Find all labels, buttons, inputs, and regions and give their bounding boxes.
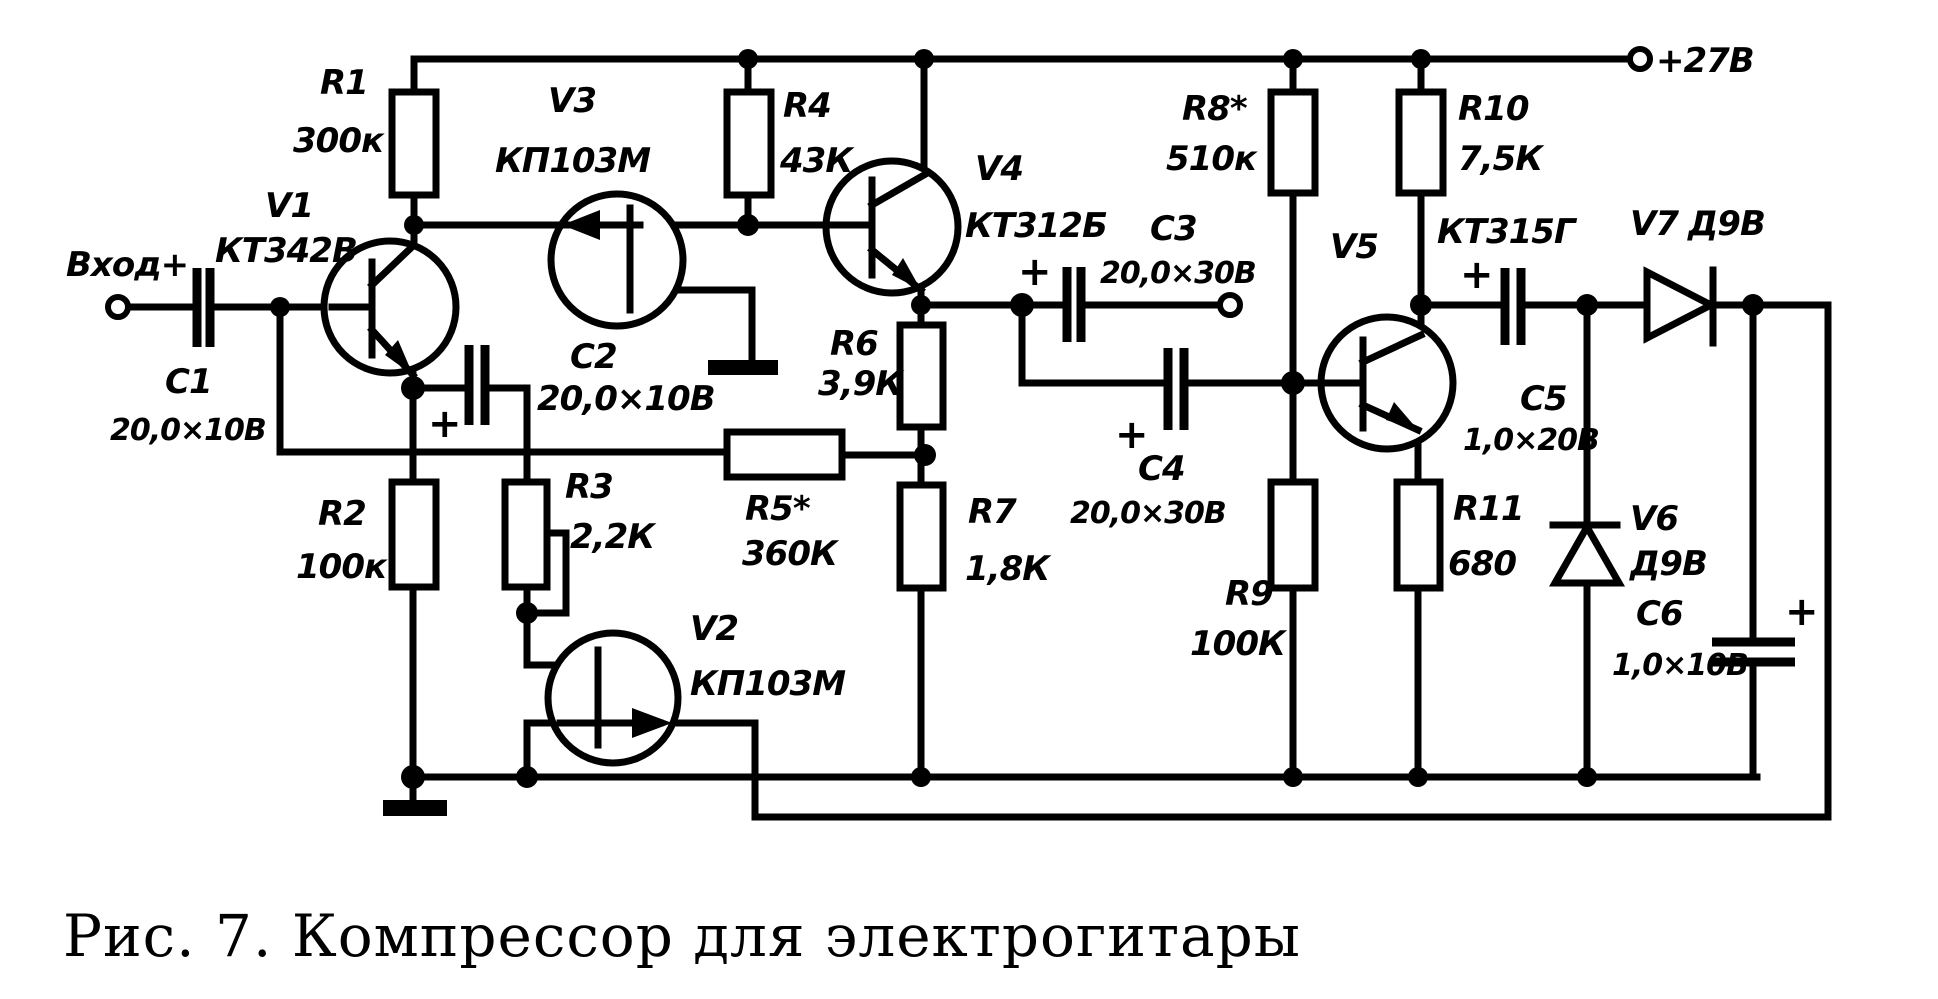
resistor-r7 xyxy=(896,481,947,592)
input-terminal xyxy=(105,294,131,320)
r11-ref: R11 xyxy=(1453,489,1524,529)
v6-ref: V6 xyxy=(1630,499,1678,539)
r1-value: 300к xyxy=(293,121,385,161)
r1-ref: R1 xyxy=(320,63,368,103)
r11-value: 680 xyxy=(1448,544,1516,584)
supply-terminal xyxy=(1627,46,1653,72)
v4-ref: V4 xyxy=(975,149,1023,189)
r7-ref: R7 xyxy=(968,492,1017,532)
v2-value: КП103М xyxy=(690,664,846,704)
v5-ref: V5 xyxy=(1330,227,1378,267)
labels: Вход+ +27В R1 300к V1 КТ342В C1 20,0×10В… xyxy=(66,41,1819,704)
v3-ref: V3 xyxy=(548,81,596,121)
wires xyxy=(124,55,1832,821)
resistor-r9 xyxy=(1267,478,1319,592)
r6-value: 3,9К xyxy=(818,364,905,404)
fet-v3 xyxy=(547,190,687,330)
r3-value: 2,2К xyxy=(570,517,657,557)
diode-v7 xyxy=(1643,266,1719,347)
c2-value: 20,0×10В xyxy=(537,379,715,419)
r5-value: 360К xyxy=(742,534,840,574)
r10-ref: R10 xyxy=(1458,89,1529,129)
r2-value: 100к xyxy=(296,547,388,587)
capacitor-c6 xyxy=(1712,637,1795,667)
c6-plus-mark: + xyxy=(1785,589,1819,635)
v4-value: КТ312Б xyxy=(965,206,1107,246)
c5-value: 1,0×20В xyxy=(1463,423,1599,458)
feedback-wire xyxy=(276,303,731,456)
r5-ref: R5* xyxy=(745,489,811,529)
v3-value: КП103М xyxy=(495,141,651,181)
v1-value: КТ342В xyxy=(215,231,357,271)
supply-rail xyxy=(410,55,1644,94)
c3-plus-mark: + xyxy=(1018,249,1052,295)
v2-source-wire xyxy=(523,719,564,781)
ground-symbol-main xyxy=(383,800,447,816)
resistor-r6 xyxy=(896,321,947,431)
c3-ref: C3 xyxy=(1150,209,1197,249)
resistor-r2 xyxy=(388,478,440,591)
c5-plus-mark: + xyxy=(1460,252,1494,298)
v5-value: КТ315Г xyxy=(1437,212,1578,252)
resistor-r1 xyxy=(388,88,440,199)
r9-ref: R9 xyxy=(1225,574,1273,614)
figure-caption: Рис. 7. Компрессор для электрогитары xyxy=(63,902,1301,970)
resistor-r11 xyxy=(1393,478,1444,592)
c4-ref: C4 xyxy=(1138,449,1185,489)
r2-ref: R2 xyxy=(318,494,366,534)
r6-ref: R6 xyxy=(830,324,878,364)
input-label: Вход+ xyxy=(66,245,188,285)
resistor-r8 xyxy=(1267,88,1319,197)
c2-plus-mark: + xyxy=(428,401,462,447)
r8-ref: R8* xyxy=(1182,89,1248,129)
transistor-v5 xyxy=(1317,313,1457,453)
c1-ref: C1 xyxy=(165,362,212,402)
r4-value: 43К xyxy=(779,141,855,181)
v6-value: Д9В xyxy=(1629,544,1707,584)
r4-ref: R4 xyxy=(783,86,831,126)
c6-value: 1,0×10В xyxy=(1612,648,1748,683)
v7-ref: V7 xyxy=(1630,204,1679,244)
supply-label: +27В xyxy=(1656,41,1754,81)
output-terminal xyxy=(1217,292,1243,318)
c6-ref: C6 xyxy=(1636,594,1683,634)
resistor-r4 xyxy=(723,88,775,199)
capacitor-c1 xyxy=(192,268,215,347)
r9-value: 100К xyxy=(1190,624,1288,664)
r3-ref: R3 xyxy=(565,467,613,507)
r8-value: 510к xyxy=(1166,139,1258,179)
c4-value: 20,0×30В xyxy=(1070,496,1226,531)
r10-value: 7,5К xyxy=(1458,139,1545,179)
resistor-r10 xyxy=(1395,88,1447,197)
capacitor-c4 xyxy=(1163,348,1189,430)
return-wire xyxy=(751,301,1832,821)
capacitor-c5 xyxy=(1500,268,1526,345)
v7-value: Д9В xyxy=(1687,204,1765,244)
c3-value: 20,0×30В xyxy=(1100,256,1256,291)
v2-ref: V2 xyxy=(690,609,738,649)
transistor-v4 xyxy=(822,157,962,297)
diode-v6 xyxy=(1548,519,1626,587)
c1-value: 20,0×10В xyxy=(110,413,266,448)
c4-left-wire xyxy=(1018,301,1172,387)
capacitors xyxy=(192,267,1795,667)
c4-plus-mark: + xyxy=(1115,412,1149,458)
c5-ref: C5 xyxy=(1520,379,1567,419)
v1-ref: V1 xyxy=(265,186,313,226)
capacitor-c2 xyxy=(464,345,490,425)
r3-wiper-wire xyxy=(523,529,570,617)
c2-ref: C2 xyxy=(570,337,617,377)
transistor-v1 xyxy=(320,237,460,380)
resistor-r3 xyxy=(501,478,551,591)
resistor-r5 xyxy=(723,428,846,481)
c2-right-wire xyxy=(481,384,531,486)
junctions xyxy=(270,49,1764,789)
fet-v2 xyxy=(544,629,682,767)
capacitor-c3 xyxy=(1062,267,1086,342)
resistors xyxy=(388,88,1447,592)
r7-value: 1,8К xyxy=(965,549,1052,589)
ground-symbol-v3 xyxy=(708,360,778,375)
